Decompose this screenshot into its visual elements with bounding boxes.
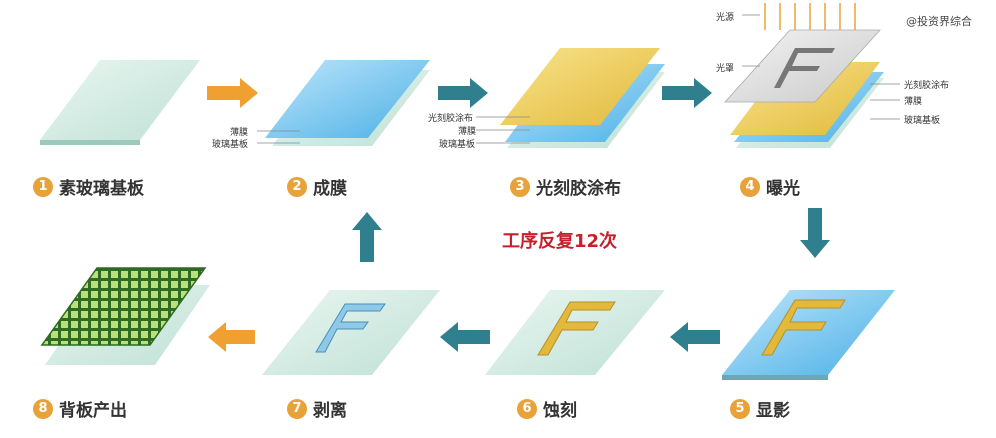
- etched-pattern-6: [537, 301, 616, 356]
- step-5-badge: 5: [730, 398, 750, 419]
- step-2-label: 成膜: [313, 179, 347, 199]
- step-5-label: 显影: [756, 401, 790, 421]
- step-3-label: 光刻胶涂布: [536, 179, 621, 199]
- resist-pattern-5: [761, 299, 846, 356]
- arrow-down-1: [800, 208, 830, 258]
- backplane-8: [40, 267, 207, 346]
- step-8: 8 背板产出: [33, 396, 127, 421]
- step-7: 7 剥离: [287, 396, 347, 421]
- film-plate-2: [265, 60, 430, 138]
- step-1-label: 素玻璃基板: [59, 179, 144, 199]
- glass-edge-5: [722, 375, 828, 380]
- light-rays: [764, 3, 856, 30]
- step-4: 4 曝光: [740, 174, 800, 199]
- step-2: 2 成膜: [287, 174, 347, 199]
- film-label-3: 薄膜: [458, 127, 477, 137]
- glass-plate-1: [40, 60, 200, 140]
- mask-pattern-f: [774, 48, 835, 88]
- film-label-4: 薄膜: [904, 97, 923, 107]
- arrow-left-1: [670, 322, 720, 352]
- step-1: 1 素玻璃基板: [33, 174, 144, 199]
- step-8-badge: 8: [33, 398, 53, 419]
- step-6-badge: 6: [517, 398, 537, 419]
- arrow-right-1: [207, 78, 258, 108]
- arrow-left-2: [440, 322, 490, 352]
- arrow-up-1: [352, 212, 382, 262]
- photoresist-label-4: 光刻胶涂布: [904, 81, 950, 91]
- glass-plate-6: [485, 290, 665, 375]
- arrow-left-3: [208, 322, 255, 352]
- step-4-badge: 4: [740, 176, 760, 197]
- step-4-label: 曝光: [766, 179, 800, 199]
- glass-label-4: 玻璃基板: [904, 116, 941, 126]
- stripped-pattern-7: [315, 303, 386, 353]
- glass-plate-7: [262, 290, 440, 375]
- step-8-label: 背板产出: [59, 401, 127, 421]
- glass-edge-1: [40, 140, 140, 145]
- step-6-label: 蚀刻: [543, 401, 577, 421]
- glass-label-2: 玻璃基板: [212, 140, 249, 150]
- step-6: 6 蚀刻: [517, 396, 577, 421]
- step-2-badge: 2: [287, 176, 307, 197]
- step-3: 3 光刻胶涂布: [510, 174, 621, 199]
- film-label-2: 薄膜: [230, 128, 249, 138]
- watermark: @投资界综合: [906, 15, 972, 28]
- step-7-badge: 7: [287, 398, 307, 419]
- repeat-note: 工序反复12次: [502, 231, 618, 252]
- arrow-right-2: [438, 78, 488, 108]
- step-7-label: 剥离: [313, 401, 347, 421]
- arrow-right-3: [662, 78, 712, 108]
- photoresist-label-3: 光刻胶涂布: [428, 114, 474, 124]
- glass-label-3: 玻璃基板: [439, 140, 476, 150]
- step-1-badge: 1: [33, 176, 53, 197]
- mask-label: 光罩: [716, 64, 735, 74]
- step-5: 5 显影: [730, 396, 790, 421]
- step-3-badge: 3: [510, 176, 530, 197]
- light-source-label: 光源: [716, 13, 735, 23]
- photoresist-plate-3: [500, 48, 660, 125]
